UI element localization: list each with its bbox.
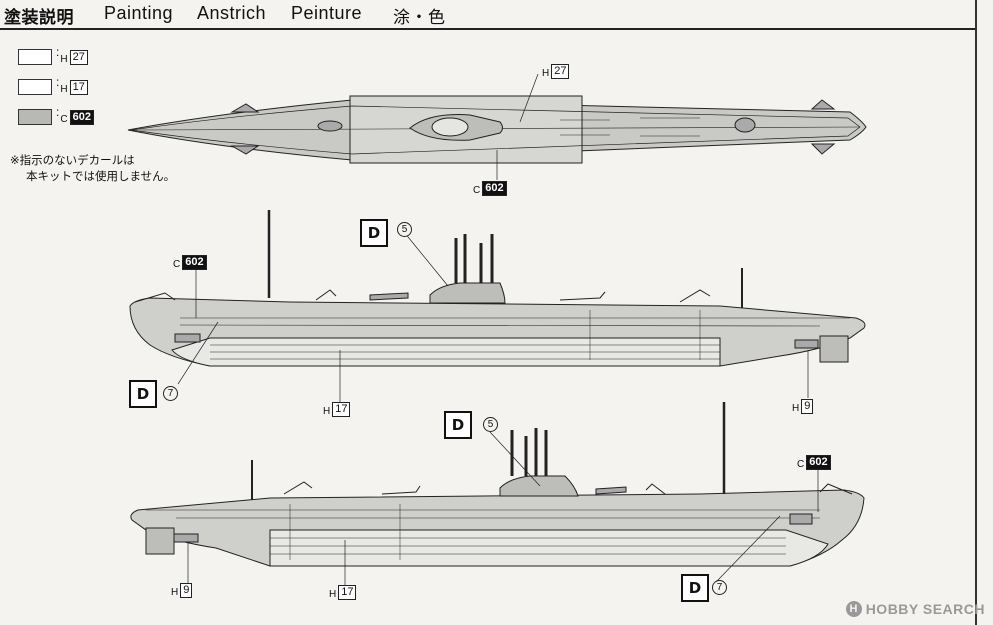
header-rule — [0, 28, 975, 30]
title-cn: 涂・色 — [393, 8, 446, 28]
watermark: H HOBBY SEARCH — [845, 601, 985, 617]
top-view-hull — [127, 95, 867, 164]
callout-letter: H — [792, 403, 800, 414]
legend-number: 27 — [69, 49, 88, 65]
legend-number: 602 — [69, 109, 94, 125]
title-en: Painting — [104, 3, 174, 23]
legend-row-c602: : C 602 — [18, 105, 94, 126]
legend-colon: : — [56, 105, 60, 119]
legend-letter: H — [60, 83, 68, 95]
side-view-port — [130, 402, 865, 567]
decal-badge-letter: D — [451, 416, 465, 434]
hobby-search-logo-icon: H — [845, 601, 862, 617]
header: 塗装説明 Painting Anstrich Peinture 涂・色 — [0, 0, 993, 30]
callout-number: 17 — [332, 402, 351, 417]
decal-badge-letter: D — [136, 385, 150, 403]
side-view-starboard — [129, 210, 866, 367]
callout-top-c602: C 602 — [472, 181, 507, 196]
legend-swatch-white — [18, 79, 52, 95]
callout-number: 9 — [801, 399, 814, 414]
callout-letter: C — [173, 259, 181, 270]
callout-mid-h17: H 17 — [322, 402, 351, 417]
legend-row-h17: : H 17 — [18, 75, 88, 96]
legend-number: 17 — [69, 79, 88, 95]
callout-bot-c602: C 602 — [796, 455, 831, 470]
decal-badge-mid-top: D — [360, 219, 388, 247]
decal-badge-letter: D — [367, 224, 381, 242]
decal-number-mid-7: 7 — [163, 386, 178, 401]
callout-letter: C — [473, 185, 481, 196]
callout-letter: H — [329, 589, 337, 600]
decal-note: ※指示のないデカールは 本キットでは使用しません。 — [10, 152, 175, 184]
right-margin-rule — [975, 0, 977, 625]
callout-number: 602 — [182, 255, 207, 270]
decal-number-bot-7: 7 — [712, 580, 727, 595]
legend-swatch-grey — [18, 109, 52, 125]
legend-letter: C — [60, 113, 68, 125]
callout-bot-h9: H 9 — [170, 583, 193, 598]
decal-badge-bot-bottom: D — [681, 574, 709, 602]
legend-colon: : — [56, 45, 60, 59]
legend-colon: : — [56, 75, 60, 89]
callout-number: 17 — [338, 585, 357, 600]
callout-number: 9 — [180, 583, 193, 598]
callout-letter: C — [797, 459, 805, 470]
callout-number: 602 — [482, 181, 507, 196]
title-jp: 塗装説明 — [4, 8, 74, 28]
legend-letter: H — [60, 53, 68, 65]
callout-bot-h17: H 17 — [328, 585, 357, 600]
callout-letter: H — [323, 406, 331, 417]
note-line-2: 本キットでは使用しません。 — [26, 169, 176, 183]
callout-mid-c602: C 602 — [172, 255, 207, 270]
title-de: Anstrich — [197, 3, 267, 23]
note-line-1: ※指示のないデカールは — [10, 153, 135, 167]
callout-number: 602 — [806, 455, 831, 470]
callout-mid-h9: H 9 — [791, 399, 814, 414]
decal-badge-bot-top: D — [444, 411, 472, 439]
legend-row-h27: : H 27 — [18, 45, 88, 66]
title-fr: Peinture — [291, 3, 363, 23]
callout-letter: H — [171, 587, 179, 598]
legend-swatch-white — [18, 49, 52, 65]
decal-badge-letter: D — [688, 579, 702, 597]
decal-number-mid-5: 5 — [397, 222, 412, 237]
callout-top-h27: H 27 — [541, 64, 570, 79]
watermark-text: HOBBY SEARCH — [865, 601, 985, 617]
callout-number: 27 — [551, 64, 570, 79]
callout-letter: H — [542, 68, 550, 79]
decal-badge-mid-bottom: D — [129, 380, 157, 408]
decal-number-bot-5: 5 — [483, 417, 498, 432]
